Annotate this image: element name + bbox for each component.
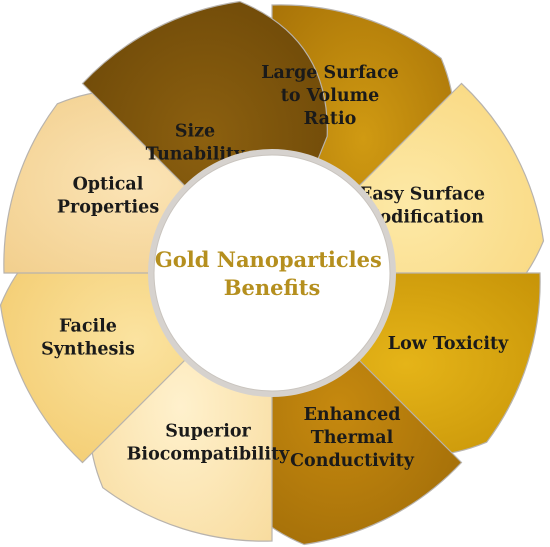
petal-large-surface-to-volume-ratio-label-line-3: Ratio bbox=[304, 109, 357, 129]
center-title: Gold Nanoparticles Benefits bbox=[155, 247, 389, 300]
petal-superior-biocompatibility-label-line-2: Biocompatibility bbox=[127, 445, 291, 465]
petal-facile-synthesis-label-line-1: Facile bbox=[59, 317, 117, 337]
petal-easy-surface-modification-label-line-2: Modification bbox=[360, 208, 484, 228]
petal-superior-biocompatibility-label-line-1: Superior bbox=[165, 422, 251, 442]
petal-low-toxicity-label-line-1: Low Toxicity bbox=[388, 334, 509, 354]
petal-facile-synthesis-label-line-2: Synthesis bbox=[41, 340, 135, 360]
petal-enhanced-thermal-conductivity-label-line-2: Thermal bbox=[311, 428, 394, 448]
petal-enhanced-thermal-conductivity-label-line-1: Enhanced bbox=[304, 405, 401, 425]
center-hub-circle bbox=[153, 154, 391, 392]
petal-size-tunability-label-line-1: Size bbox=[175, 122, 215, 142]
center-title-line-2: Benefits bbox=[224, 275, 321, 300]
petal-optical-properties-label-line-2: Properties bbox=[57, 198, 160, 218]
petal-size-tunability-label-line-2: Tunability bbox=[146, 145, 245, 165]
petal-easy-surface-modification-label-line-1: Easy Surface bbox=[359, 185, 485, 205]
petal-optical-properties-label-line-1: Optical bbox=[73, 175, 144, 195]
petal-enhanced-thermal-conductivity-label-line-3: Conductivity bbox=[290, 451, 415, 471]
petal-low-toxicity-label: Low Toxicity bbox=[388, 334, 509, 354]
center-hub: Gold Nanoparticles Benefits bbox=[148, 149, 396, 397]
center-title-line-1: Gold Nanoparticles bbox=[155, 247, 382, 272]
petal-large-surface-to-volume-ratio-label-line-1: Large Surface bbox=[261, 63, 399, 83]
petal-large-surface-to-volume-ratio-label-line-2: to Volume bbox=[281, 86, 380, 106]
